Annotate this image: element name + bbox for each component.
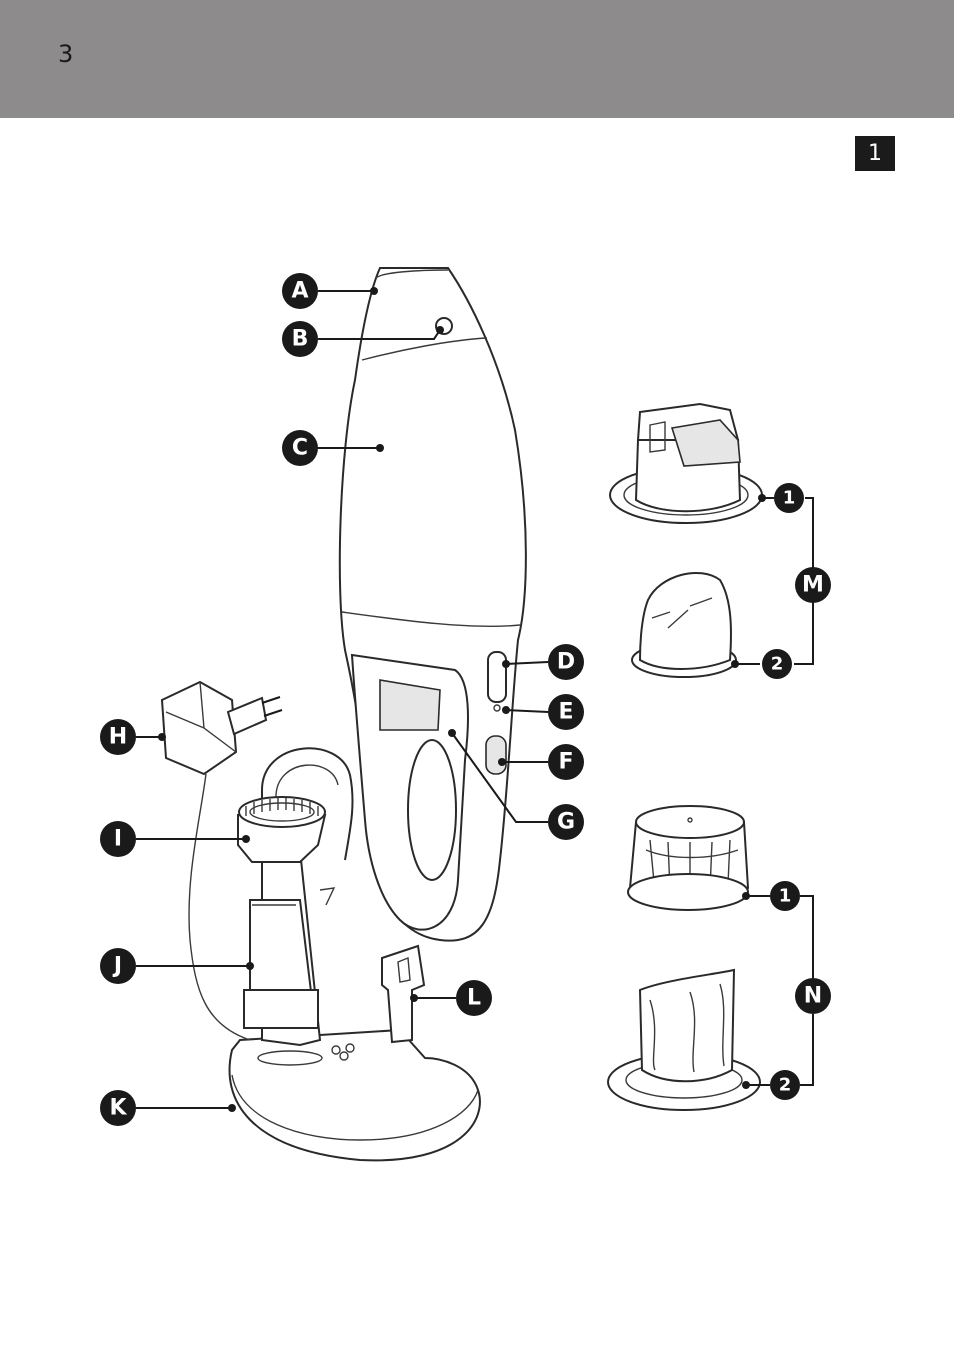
svg-text:1: 1 xyxy=(783,488,796,509)
svg-text:1: 1 xyxy=(779,886,792,907)
callout-m: M xyxy=(795,567,831,603)
svg-text:N: N xyxy=(804,984,822,1009)
callout-n1: 1 xyxy=(770,881,800,911)
callout-d: D xyxy=(548,644,584,680)
callout-m2: 2 xyxy=(762,649,792,679)
svg-text:L: L xyxy=(467,986,481,1011)
callout-m1: 1 xyxy=(774,483,804,513)
svg-text:2: 2 xyxy=(779,1075,792,1096)
svg-text:G: G xyxy=(557,810,575,835)
callout-n: N xyxy=(795,978,831,1014)
callout-j: J xyxy=(100,948,136,984)
callout-f: F xyxy=(548,744,584,780)
filter-set-n xyxy=(608,806,760,1110)
callout-k: K xyxy=(100,1090,136,1126)
callout-b: B xyxy=(282,321,318,357)
callout-i: I xyxy=(100,821,136,857)
svg-text:E: E xyxy=(558,700,573,725)
svg-text:B: B xyxy=(292,327,309,352)
svg-text:M: M xyxy=(802,573,824,598)
charging-stand xyxy=(230,1030,480,1160)
callout-n2: 2 xyxy=(770,1070,800,1100)
svg-text:I: I xyxy=(114,827,122,852)
callout-g: G xyxy=(548,804,584,840)
callout-c: C xyxy=(282,430,318,466)
svg-text:2: 2 xyxy=(771,654,784,675)
crevice-tool xyxy=(382,946,424,1042)
svg-text:A: A xyxy=(291,279,308,304)
filter-set-m xyxy=(610,404,762,677)
svg-text:F: F xyxy=(558,750,573,775)
callout-e: E xyxy=(548,694,584,730)
callout-h: H xyxy=(100,719,136,755)
svg-text:H: H xyxy=(109,725,127,750)
svg-text:D: D xyxy=(557,650,575,675)
handheld-vacuum xyxy=(340,268,526,941)
callout-a: A xyxy=(282,273,318,309)
svg-text:K: K xyxy=(109,1096,127,1121)
svg-text:C: C xyxy=(292,436,308,461)
svg-text:J: J xyxy=(112,954,122,979)
callout-l: L xyxy=(456,980,492,1016)
